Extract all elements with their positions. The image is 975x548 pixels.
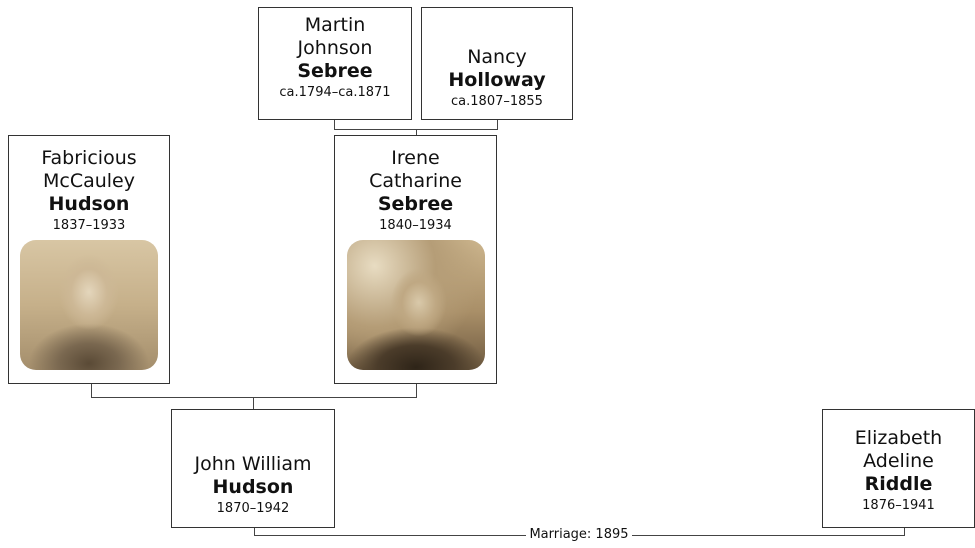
portrait-photo [346, 240, 485, 370]
life-dates: 1840–1934 [379, 218, 452, 233]
person-elizabeth-riddle[interactable]: Elizabeth Adeline Riddle 1876–1941 [822, 409, 975, 528]
surname: Holloway [448, 69, 546, 91]
marriage-right-down [904, 528, 905, 536]
connector-fabricious-down [91, 384, 92, 398]
given-name: Nancy [467, 46, 527, 68]
life-dates: 1837–1933 [52, 218, 126, 233]
life-dates: 1870–1942 [216, 501, 290, 516]
given-name-line2: Catharine [369, 170, 462, 192]
given-name-line1: Elizabeth [854, 427, 943, 449]
surname: Sebree [377, 193, 454, 215]
person-irene-sebree[interactable]: Irene Catharine Sebree 1840–1934 [334, 135, 497, 384]
life-dates: ca.1794–ca.1871 [279, 85, 391, 100]
portrait-photo [20, 240, 158, 370]
person-martin-sebree[interactable]: Martin Johnson Sebree ca.1794–ca.1871 [258, 7, 412, 120]
life-dates: ca.1807–1855 [451, 94, 543, 109]
life-dates: 1876–1941 [862, 498, 935, 513]
surname: Riddle [864, 473, 933, 495]
person-nancy-holloway[interactable]: Nancy Holloway ca.1807–1855 [421, 7, 573, 120]
connector-martin-down [334, 120, 335, 130]
surname: Sebree [297, 60, 373, 82]
given-name-line1: Irene [391, 147, 440, 169]
marriage-left-down [254, 528, 255, 536]
given-name-line2: McCauley [42, 170, 135, 192]
marriage-label-text: Marriage: 1895 [526, 527, 632, 542]
given-name-line2: Adeline [863, 450, 934, 472]
surname: Hudson [48, 193, 130, 215]
given-name-line2: Johnson [297, 37, 373, 59]
given-name-line1: Martin [304, 14, 366, 36]
connector-nancy-down [497, 120, 498, 130]
marriage-label: Marriage: 1895 [254, 527, 904, 542]
surname: Hudson [212, 476, 294, 498]
given-name-line1: Fabricious [41, 147, 137, 169]
given-name: John William [194, 453, 312, 475]
person-fabricious-hudson[interactable]: Fabricious McCauley Hudson 1837–1933 [8, 135, 170, 384]
person-john-hudson[interactable]: John William Hudson 1870–1942 [171, 409, 335, 528]
connector-to-irene [416, 129, 417, 135]
connector-to-john [253, 397, 254, 409]
connector-irene-down [416, 384, 417, 398]
connector-parents-horizontal [91, 397, 417, 398]
